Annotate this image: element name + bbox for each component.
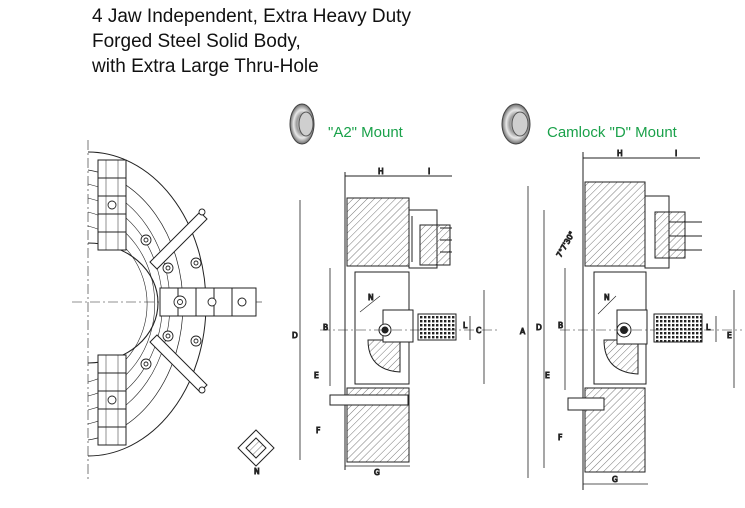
a2-mount-label: "A2" Mount bbox=[328, 124, 403, 141]
dim-d-f: F bbox=[558, 433, 562, 442]
dim-d-e: E bbox=[545, 371, 550, 380]
dim-d-a: A bbox=[520, 327, 526, 336]
dim-a2-e: E bbox=[314, 371, 319, 380]
a2-section-view: H I D B E F G L bbox=[289, 103, 500, 478]
bolt-holes bbox=[107, 200, 217, 405]
dim-d-i: I bbox=[675, 149, 677, 158]
t-slot-upper bbox=[149, 211, 208, 270]
t-slot-lower bbox=[149, 334, 208, 393]
camlock-jaw-grip bbox=[616, 309, 703, 345]
dim-a2-i: I bbox=[428, 167, 430, 176]
a2-spindle-bolt bbox=[329, 394, 409, 406]
thru-hole bbox=[87, 242, 159, 364]
dim-d-d: D bbox=[536, 323, 542, 332]
dim-a2-c: C bbox=[476, 326, 481, 335]
dim-d-angle: 7°7'30" bbox=[555, 230, 577, 259]
a2-body-upper bbox=[346, 197, 410, 267]
dim-d-e2: E bbox=[727, 331, 732, 340]
a2-chuck-icon bbox=[289, 103, 315, 145]
dim-a2-h: H bbox=[378, 167, 384, 176]
product-title: 4 Jaw Independent, Extra Heavy Duty Forg… bbox=[92, 4, 411, 79]
dim-a2-l: L bbox=[463, 321, 468, 330]
dim-detail-n: N bbox=[254, 467, 260, 476]
dim-d-n: N bbox=[604, 293, 610, 302]
dim-a2-n: N bbox=[368, 293, 374, 302]
dim-a2-d: D bbox=[292, 331, 298, 340]
a2-jaw-grip bbox=[378, 309, 457, 343]
camlock-body-upper bbox=[584, 181, 646, 267]
title-line-2: Forged Steel Solid Body, bbox=[92, 31, 301, 52]
dim-d-b: B bbox=[558, 321, 563, 330]
camlock-d-mount-label: Camlock "D" Mount bbox=[547, 124, 677, 141]
front-view bbox=[72, 140, 262, 480]
camlock-section-view: H I A D B E F G 7°7'30" L bbox=[501, 103, 742, 490]
dim-d-g: G bbox=[612, 475, 618, 484]
title-line-3: with Extra Large Thru-Hole bbox=[92, 56, 319, 77]
camlock-stud bbox=[567, 397, 605, 411]
camlock-jaw-upper bbox=[644, 195, 702, 269]
dim-d-h: H bbox=[617, 149, 623, 158]
dim-a2-g: G bbox=[374, 468, 380, 477]
camlock-chuck-icon bbox=[501, 103, 531, 145]
dim-a2-f: F bbox=[316, 426, 320, 435]
a2-jaw-upper bbox=[408, 209, 452, 269]
t-slot-detail: N bbox=[237, 429, 275, 477]
title-line-1: 4 Jaw Independent, Extra Heavy Duty bbox=[92, 6, 411, 27]
dim-a2-b: B bbox=[323, 323, 328, 332]
dim-d-l: L bbox=[706, 323, 711, 332]
